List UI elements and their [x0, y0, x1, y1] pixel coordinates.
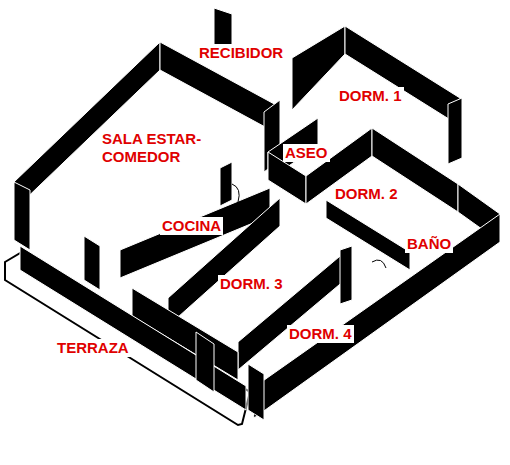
room-label: BAÑO — [405, 235, 453, 253]
room-label: COCINA — [160, 217, 223, 235]
room-label: TERRAZA — [55, 339, 131, 357]
room-label: SALA ESTAR- COMEDOR — [100, 130, 222, 166]
room-label: DORM. 1 — [337, 87, 404, 105]
door-swings — [232, 184, 386, 332]
room-label: RECIBIDOR — [197, 44, 285, 62]
room-label: DORM. 3 — [218, 275, 285, 293]
room-label: DORM. 4 — [287, 325, 354, 343]
room-label: ASEO — [283, 144, 330, 162]
room-label: DORM. 2 — [333, 185, 400, 203]
walls — [14, 8, 500, 420]
